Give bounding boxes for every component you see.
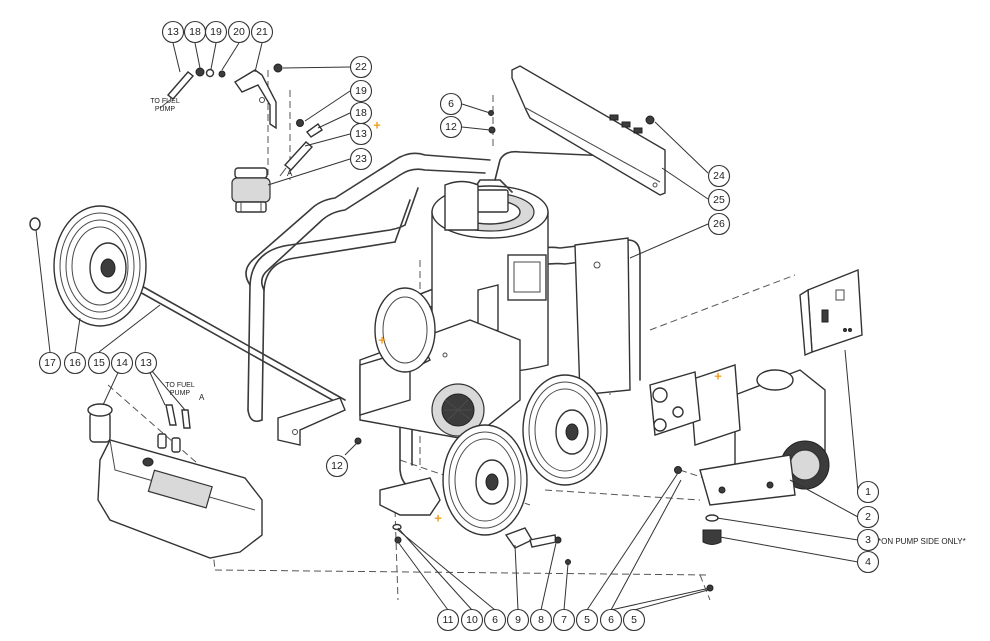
- callout: 17: [38, 351, 62, 375]
- svg-text:6: 6: [492, 614, 498, 626]
- callout: 1: [856, 480, 880, 504]
- callout: 14: [110, 351, 134, 375]
- svg-text:24: 24: [713, 170, 725, 182]
- to-fuel-pump-label-tank: TO FUEL: [165, 382, 195, 389]
- to-fuel-pump-label-top: TO FUEL: [150, 98, 180, 105]
- callout: 12: [439, 115, 463, 139]
- svg-text:23: 23: [355, 153, 367, 165]
- callout: 9: [506, 608, 530, 632]
- svg-text:25: 25: [713, 194, 725, 206]
- plus-marker: +: [378, 333, 386, 348]
- svg-text:21: 21: [256, 26, 268, 38]
- callout: 19: [349, 79, 373, 103]
- callouts: 13 18 19 20 21 22 19 18 13 23 6 12 24 25…: [38, 20, 880, 632]
- callout: 18: [183, 20, 207, 44]
- marker-a-tank: A: [199, 393, 205, 402]
- svg-text:17: 17: [44, 357, 56, 369]
- to-fuel-pump-label-top-2: PUMP: [155, 106, 176, 113]
- callout: 21: [250, 20, 274, 44]
- callout: 10: [460, 608, 484, 632]
- frame-brackets: [277, 397, 441, 516]
- callout: 11: [436, 608, 460, 632]
- svg-text:4: 4: [865, 556, 871, 568]
- callout: 6: [483, 608, 507, 632]
- callout: 26: [707, 212, 731, 236]
- svg-text:3: 3: [865, 534, 871, 546]
- callout: 24: [707, 164, 731, 188]
- svg-text:20: 20: [233, 26, 245, 38]
- callout: 6: [599, 608, 623, 632]
- svg-text:6: 6: [448, 98, 454, 110]
- svg-text:26: 26: [713, 218, 725, 230]
- callout: 4: [856, 550, 880, 574]
- svg-text:5: 5: [584, 614, 590, 626]
- svg-text:9: 9: [515, 614, 521, 626]
- callout: 7: [552, 608, 576, 632]
- svg-text:12: 12: [445, 121, 457, 133]
- svg-text:14: 14: [116, 357, 128, 369]
- to-fuel-pump-label-tank-2: PUMP: [170, 390, 191, 397]
- callout: 13: [134, 351, 158, 375]
- callout: 5: [575, 608, 599, 632]
- callout: 6: [439, 92, 463, 116]
- svg-text:19: 19: [355, 85, 367, 97]
- fuel-filter-assembly: [159, 63, 323, 213]
- svg-text:22: 22: [355, 61, 367, 73]
- svg-text:6: 6: [608, 614, 614, 626]
- callout: 13: [161, 20, 185, 44]
- callout: 12: [325, 454, 349, 478]
- callout: 3: [856, 528, 880, 552]
- svg-text:7: 7: [561, 614, 567, 626]
- plus-marker: +: [714, 369, 722, 384]
- svg-text:19: 19: [210, 26, 222, 38]
- fuel-tank: [87, 403, 263, 559]
- plus-marker: +: [373, 118, 381, 133]
- svg-text:18: 18: [355, 107, 367, 119]
- bottom-hardware: [392, 110, 714, 592]
- callout: 16: [63, 351, 87, 375]
- engine-pump: [649, 364, 830, 545]
- svg-text:13: 13: [140, 357, 152, 369]
- callout: 22: [349, 55, 373, 79]
- svg-text:13: 13: [355, 128, 367, 140]
- svg-text:16: 16: [69, 357, 81, 369]
- svg-text:18: 18: [189, 26, 201, 38]
- callout: 2: [856, 505, 880, 529]
- text-notes: TO FUEL PUMP A TO FUEL PUMP A *ON PUMP S…: [150, 98, 965, 546]
- svg-text:5: 5: [631, 614, 637, 626]
- marker-a-top: A: [287, 169, 293, 178]
- callout: 18: [349, 101, 373, 125]
- svg-text:15: 15: [93, 357, 105, 369]
- callout: 25: [707, 188, 731, 212]
- control-box: [799, 268, 863, 357]
- leader-lines: [35, 42, 859, 611]
- svg-text:13: 13: [167, 26, 179, 38]
- svg-text:11: 11: [443, 614, 454, 626]
- plus-marker: +: [434, 511, 442, 526]
- svg-text:8: 8: [538, 614, 544, 626]
- callout: 20: [227, 20, 251, 44]
- cover-plate: [511, 65, 666, 196]
- callout: 23: [349, 147, 373, 171]
- svg-text:10: 10: [466, 614, 478, 626]
- callout: 8: [529, 608, 553, 632]
- wheels-axle: [29, 205, 608, 536]
- svg-text:1: 1: [865, 486, 871, 498]
- svg-text:2: 2: [865, 511, 871, 523]
- callout: 15: [87, 351, 111, 375]
- callout: 13: [349, 122, 373, 146]
- callout: 19: [204, 20, 228, 44]
- svg-text:12: 12: [331, 460, 343, 472]
- callout: 5: [622, 608, 646, 632]
- pump-side-note: *ON PUMP SIDE ONLY*: [878, 537, 966, 546]
